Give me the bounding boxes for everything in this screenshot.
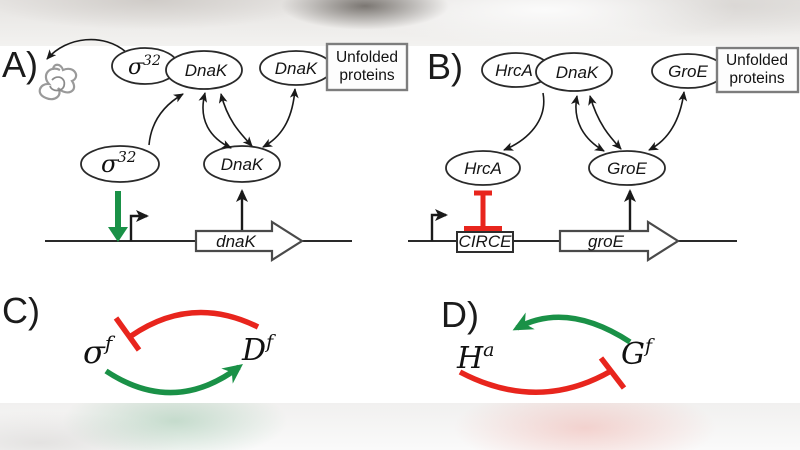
ellipse-free-hrca xyxy=(445,150,521,186)
node-g-f: Gf xyxy=(621,335,655,372)
unfolded-protein-squiggle-icon xyxy=(38,63,78,101)
free-groe-text: GroE xyxy=(607,159,647,178)
unfolded-box-b-line1: Unfolded xyxy=(726,52,788,69)
promoter-arrow-a xyxy=(129,210,149,241)
node-h-a: Ha xyxy=(456,339,495,376)
arrow-complex-dnak-exchange-1 xyxy=(198,92,232,149)
panel-b-label: B) xyxy=(427,46,463,87)
arrow-dnak-unfolded-exchange xyxy=(262,88,299,148)
circe-operator-box xyxy=(456,231,514,253)
unfolded-box-b-line2: proteins xyxy=(729,70,784,87)
unfolded-proteins-box-a xyxy=(325,42,409,92)
arrow-complex-dnak-exchange-2 xyxy=(218,93,253,147)
circe-text: CIRCE xyxy=(459,232,513,251)
complex-hrca-text: HrcA xyxy=(495,61,533,80)
green-activation-arrow-a xyxy=(108,191,128,242)
blurred-top-band xyxy=(0,0,800,46)
gene-groe-text: groE xyxy=(588,232,625,251)
free-sigma32-text: σ32 xyxy=(101,148,136,178)
arrow-complex-to-unfolded xyxy=(46,38,127,60)
blurred-bottom-band xyxy=(0,403,800,450)
panel-d-label: D) xyxy=(441,294,479,335)
complex-dnak-text: DnaK xyxy=(185,61,228,80)
red-inhibition-tbar-b xyxy=(464,190,502,232)
free-hrca-text: HrcA xyxy=(464,159,502,178)
ellipse-complex-dnak xyxy=(165,50,243,90)
groe-bound-text: GroE xyxy=(668,62,708,81)
activation-arc-sigmaf-to-df xyxy=(104,363,243,396)
panel-a-label: A) xyxy=(2,44,38,85)
arrow-complex-groe-exchange-1 xyxy=(570,95,605,152)
complex-sigma32-text: σ32 xyxy=(128,53,161,80)
ellipse-complex-dnak-b xyxy=(535,52,613,92)
ellipse-free-groe xyxy=(588,150,666,186)
unfolded-protein-squiggle-inner-icon xyxy=(49,76,66,92)
arrow-complex-groe-exchange-2 xyxy=(588,95,622,150)
promoter-arrow-b xyxy=(430,209,448,241)
dnak-bound-text: DnaK xyxy=(275,59,318,78)
unfolded-proteins-box-b xyxy=(715,46,800,94)
inhibition-arc-df-to-sigmaf xyxy=(113,309,260,352)
activation-arc-gf-to-ha xyxy=(512,312,632,345)
unfolded-box-a-line2: proteins xyxy=(339,67,394,84)
ellipse-free-sigma32 xyxy=(80,145,160,183)
complex-dnak-b-text: DnaK xyxy=(556,63,599,82)
node-sigma-f: σf xyxy=(83,331,116,371)
gene-arrow-dnak xyxy=(194,220,305,262)
panel-c-label: C) xyxy=(2,290,40,331)
inhibition-arc-ha-to-gf xyxy=(458,356,627,395)
free-dnak-text: DnaK xyxy=(221,155,264,174)
node-d-f: Df xyxy=(241,331,276,368)
gene-dnak-text: dnaK xyxy=(216,232,256,251)
arrow-sigma32-to-complex xyxy=(148,93,184,146)
gene-arrow-groe xyxy=(558,220,681,262)
arrow-complex-to-hrca xyxy=(503,92,545,151)
arrow-groe-unfolded-exchange xyxy=(648,91,688,151)
unfolded-box-a-line1: Unfolded xyxy=(336,49,398,66)
